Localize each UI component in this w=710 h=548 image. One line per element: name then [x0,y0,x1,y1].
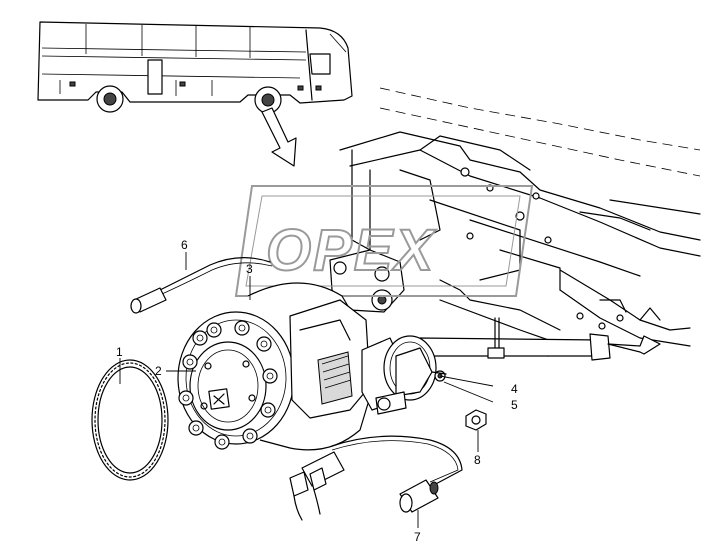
callout-4: 4 [511,382,518,396]
callout-leaders [119,252,494,528]
callout-8: 8 [474,453,481,467]
callout-3: 3 [246,262,253,276]
bus-illustration [37,21,353,114]
wheel-studs [178,320,278,450]
abs-tone-ring [91,359,169,481]
abs-sensor [289,435,463,521]
direction-arrow [261,107,297,167]
nut-part [465,409,487,431]
callout-2: 2 [155,364,162,378]
brake-actuator [361,335,447,415]
callout-6: 6 [181,238,188,252]
callout-labels: 1 2 3 4 5 6 7 8 [116,238,518,544]
callout-7: 7 [414,530,421,544]
watermark: OPEX [234,185,534,297]
watermark-text: OPEX [266,218,436,283]
brake-drum-hub [177,282,373,451]
sensor-cable-upper [130,257,273,314]
callout-5: 5 [511,398,518,412]
callout-1: 1 [116,345,123,359]
